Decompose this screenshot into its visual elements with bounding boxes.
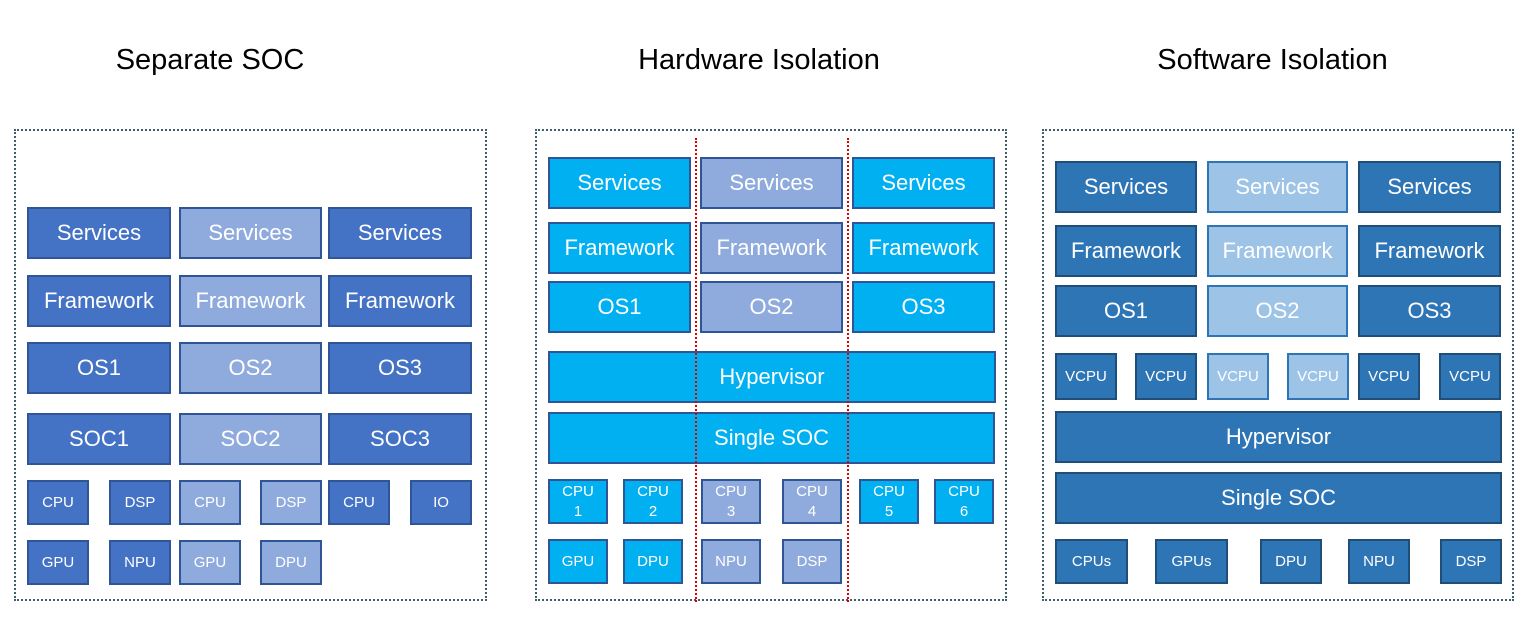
separate-soc-panel: [14, 129, 487, 601]
cpu-box: CPU 1: [548, 479, 608, 524]
software-isolation-title: Software Isolation: [1157, 44, 1388, 76]
component-box: NPU: [701, 539, 761, 584]
os-box: OS1: [1055, 285, 1197, 337]
services-box: Services: [700, 157, 843, 209]
cpu-box: CPU 6: [934, 479, 994, 524]
component-box: CPU: [328, 480, 390, 525]
vcpu-box: VCPU: [1358, 353, 1420, 400]
os-box: OS2: [179, 342, 322, 394]
cpu-box: CPU 3: [701, 479, 761, 524]
software-isolation-panel: [1042, 129, 1514, 601]
single-soc-box: Single SOC: [548, 412, 995, 464]
soc-box: SOC3: [328, 413, 472, 465]
services-box: Services: [179, 207, 322, 259]
component-box: GPUs: [1155, 539, 1228, 584]
os-box: OS3: [1358, 285, 1501, 337]
partition-divider: [695, 138, 697, 602]
component-box: GPU: [548, 539, 608, 584]
vcpu-box: VCPU: [1055, 353, 1117, 400]
os-box: OS3: [328, 342, 472, 394]
framework-box: Framework: [852, 222, 995, 274]
hypervisor-box: Hypervisor: [1055, 411, 1502, 463]
framework-box: Framework: [1207, 225, 1348, 277]
hardware-isolation-title: Hardware Isolation: [638, 44, 880, 76]
soc-box: SOC2: [179, 413, 322, 465]
component-box: DSP: [260, 480, 322, 525]
framework-box: Framework: [1358, 225, 1501, 277]
vcpu-box: VCPU: [1207, 353, 1269, 400]
framework-box: Framework: [1055, 225, 1197, 277]
component-box: DPU: [260, 540, 322, 585]
services-box: Services: [27, 207, 171, 259]
component-box: DPU: [1260, 539, 1322, 584]
partition-divider: [847, 138, 849, 602]
framework-box: Framework: [328, 275, 472, 327]
hypervisor-box: Hypervisor: [548, 351, 996, 403]
framework-box: Framework: [700, 222, 843, 274]
services-box: Services: [1055, 161, 1197, 213]
os-box: OS1: [548, 281, 691, 333]
services-box: Services: [548, 157, 691, 209]
separate-soc-title: Separate SOC: [115, 44, 305, 76]
component-box: NPU: [1348, 539, 1410, 584]
vcpu-box: VCPU: [1287, 353, 1349, 400]
services-box: Services: [328, 207, 472, 259]
hardware-isolation-panel: [535, 129, 1007, 601]
os-box: OS2: [1207, 285, 1348, 337]
component-box: CPU: [179, 480, 241, 525]
component-box: NPU: [109, 540, 171, 585]
component-box: GPU: [179, 540, 241, 585]
component-box: DSP: [782, 539, 842, 584]
framework-box: Framework: [27, 275, 171, 327]
component-box: DPU: [623, 539, 683, 584]
cpu-box: CPU 5: [859, 479, 919, 524]
component-box: DSP: [1440, 539, 1502, 584]
single-soc-box: Single SOC: [1055, 472, 1502, 524]
component-box: GPU: [27, 540, 89, 585]
component-box: IO: [410, 480, 472, 525]
services-box: Services: [852, 157, 995, 209]
component-box: DSP: [109, 480, 171, 525]
framework-box: Framework: [548, 222, 691, 274]
vcpu-box: VCPU: [1439, 353, 1501, 400]
soc-box: SOC1: [27, 413, 171, 465]
os-box: OS1: [27, 342, 171, 394]
component-box: CPUs: [1055, 539, 1128, 584]
os-box: OS2: [700, 281, 843, 333]
services-box: Services: [1207, 161, 1348, 213]
framework-box: Framework: [179, 275, 322, 327]
services-box: Services: [1358, 161, 1501, 213]
cpu-box: CPU 4: [782, 479, 842, 524]
vcpu-box: VCPU: [1135, 353, 1197, 400]
cpu-box: CPU 2: [623, 479, 683, 524]
os-box: OS3: [852, 281, 995, 333]
component-box: CPU: [27, 480, 89, 525]
